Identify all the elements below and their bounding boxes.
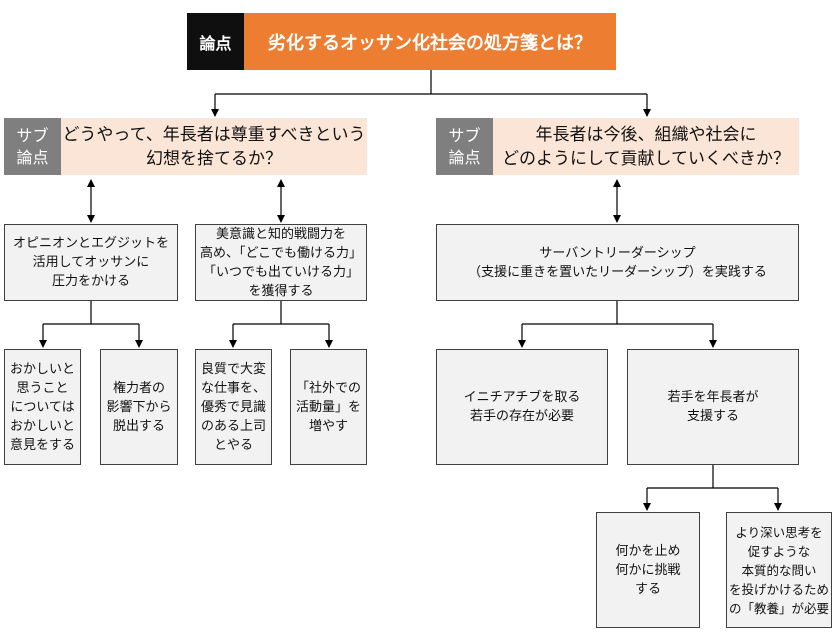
main-issue-tag: 論点 xyxy=(187,13,244,70)
main-issue-tag-label: 論点 xyxy=(199,33,232,53)
main-issue-title: 劣化するオッサン化社会の処方箋とは？ xyxy=(244,13,616,70)
node-good-work-label: 良質で大変 な仕事を、 優秀で見識 のある上司 とやる xyxy=(200,361,266,453)
node-aesthetics-label: 美意識と知的戦闘力を 高め、「どこでも働ける力」 「いつでも出ていける力」 を獲… xyxy=(199,226,363,299)
node-escape-power-label: 権力者の 影響下から 脱出する xyxy=(106,380,172,434)
node-good-work: 良質で大変 な仕事を、 優秀で見識 のある上司 とやる xyxy=(195,349,272,465)
node-speak-up-label: おかしいと 思うこと については おかしいと 意見をする xyxy=(9,361,75,453)
sub-issue-left-tag-label: サブ 論点 xyxy=(16,125,49,167)
main-issue-title-label: 劣化するオッサン化社会の処方箋とは？ xyxy=(268,32,592,54)
node-opinion-exit-label: オピニオンとエグジットを 活用してオッサンに 圧力をかける xyxy=(12,236,169,289)
node-stop-challenge: 何かを止め 何かに挑戦 する xyxy=(596,512,700,628)
node-education-label: より深い思考を 促すような 本質的な問い を投げかけるため の「教養」が必要 xyxy=(728,524,829,616)
node-servant-leadership: サーバントリーダーシップ （支援に重きを置いたリーダーシップ）を実践する xyxy=(436,224,799,301)
sub-issue-left-title: どうやって、年長者は尊重すべきという 幻想を捨てるか？ xyxy=(61,118,367,175)
node-stop-challenge-label: 何かを止め 何かに挑戦 する xyxy=(615,543,681,597)
node-initiative-label: イニチアチブを取る 若手の存在が必要 xyxy=(463,390,581,424)
node-initiative: イニチアチブを取る 若手の存在が必要 xyxy=(436,349,608,465)
node-aesthetics: 美意識と知的戦闘力を 高め、「どこでも働ける力」 「いつでも出ていける力」 を獲… xyxy=(195,224,367,301)
sub-issue-right-title: 年長者は今後、組織や社会に どのようにして貢献していくべきか？ xyxy=(493,118,799,175)
sub-issue-right-title-label: 年長者は今後、組織や社会に どのようにして貢献していくべきか？ xyxy=(502,124,790,169)
node-young-support-label: 若手を年長者が 支援する xyxy=(667,390,759,424)
node-opinion-exit: オピニオンとエグジットを 活用してオッサンに 圧力をかける xyxy=(4,224,178,301)
node-speak-up: おかしいと 思うこと については おかしいと 意見をする xyxy=(4,349,81,465)
node-young-support: 若手を年長者が 支援する xyxy=(627,349,799,465)
sub-issue-right-tag-label: サブ 論点 xyxy=(448,125,481,167)
sub-issue-left-tag: サブ 論点 xyxy=(4,118,61,175)
node-outside-activity: 「社外での 活動量」を 増やす xyxy=(290,349,367,465)
node-escape-power: 権力者の 影響下から 脱出する xyxy=(100,349,178,465)
sub-issue-left-title-label: どうやって、年長者は尊重すべきという 幻想を捨てるか？ xyxy=(62,124,366,169)
node-outside-activity-label: 「社外での 活動量」を 増やす xyxy=(295,380,361,434)
node-servant-leadership-label: サーバントリーダーシップ （支援に重きを置いたリーダーシップ）を実践する xyxy=(468,245,767,280)
sub-issue-right-tag: サブ 論点 xyxy=(436,118,493,175)
node-education: より深い思考を 促すような 本質的な問い を投げかけるため の「教養」が必要 xyxy=(726,512,832,628)
